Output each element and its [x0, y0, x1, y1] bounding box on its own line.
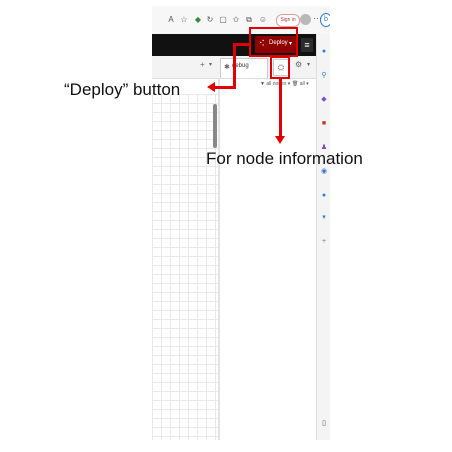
search-icon[interactable]: ⚲ — [321, 72, 327, 79]
collections-icon[interactable]: ⧉ — [246, 15, 252, 24]
deploy-label: Deploy — [269, 40, 288, 46]
refresh-icon[interactable]: ↻ — [206, 15, 214, 24]
deploy-icon: ⠪ — [259, 39, 265, 48]
add-tab-icon[interactable]: + — [200, 60, 205, 69]
deploy-button[interactable]: ⠪ Deploy ▾ — [255, 36, 297, 53]
split-screen-icon[interactable]: ▯ — [322, 420, 326, 427]
node-info-annotation-label: For node information — [206, 149, 363, 168]
deploy-arrow-segment — [233, 43, 236, 89]
add-icon[interactable]: + — [321, 238, 327, 245]
favorites-icon[interactable]: ✩ — [232, 15, 240, 24]
tab-debug-label: debug — [232, 63, 249, 69]
chevron-down-icon[interactable]: ▾ — [289, 41, 293, 47]
filter-all-nodes-button[interactable]: ▼ all nodes ▾ — [260, 81, 291, 87]
avatar[interactable] — [300, 14, 311, 25]
tag-icon[interactable]: ◆ — [321, 96, 327, 103]
browser-toolbar: A ☆ ◆ ↻ ▢ ✩ ⧉ ☺ Sign in ⋯ b — [152, 6, 330, 34]
browser-side-panel: ● ⚲ ◆ ■ ♟ ◉ ● ▾ + ▯ — [316, 34, 330, 440]
more-options-icon[interactable]: ⋯ — [313, 13, 322, 23]
main-menu-button[interactable]: ≡ — [301, 38, 313, 52]
split-screen-icon[interactable]: ▢ — [219, 15, 227, 24]
gear-icon[interactable]: ⚙ — [295, 60, 303, 69]
signin-button[interactable]: Sign in — [276, 14, 300, 27]
info-highlight-box — [270, 56, 290, 79]
chevron-down-icon[interactable]: ▾ — [307, 62, 311, 68]
copilot-icon[interactable]: ◉ — [320, 168, 328, 175]
chevron-down-icon[interactable]: ▾ — [209, 62, 213, 68]
briefcase-icon[interactable]: ■ — [321, 120, 327, 127]
workspace-scrollbar[interactable] — [213, 104, 217, 148]
screenshot-crop: A ☆ ◆ ↻ ▢ ✩ ⧉ ☺ Sign in ⋯ b ⠪ Deploy ▾ ≡… — [152, 6, 330, 440]
sidebar-resize-handle[interactable] — [218, 78, 220, 440]
font-size-icon[interactable]: A — [168, 15, 174, 24]
extension-icon[interactable]: ◆ — [194, 15, 202, 24]
deploy-arrow-segment — [214, 86, 236, 89]
copilot-icon[interactable]: b — [320, 13, 330, 27]
outlook-icon[interactable]: ● — [321, 192, 327, 199]
tab-debug[interactable]: ✱ debug — [220, 58, 268, 78]
bell-icon[interactable]: ● — [321, 48, 327, 55]
bug-icon: ✱ — [224, 64, 230, 71]
games-icon[interactable]: ♟ — [320, 144, 328, 151]
arrow-down-icon — [275, 136, 285, 144]
profile-icon[interactable]: ☺ — [258, 15, 268, 24]
arrow-left-icon — [207, 82, 215, 92]
deploy-highlight-box — [249, 27, 298, 57]
info-arrow-segment — [279, 79, 282, 137]
shopping-icon[interactable]: ▾ — [322, 214, 326, 221]
flow-workspace[interactable] — [152, 94, 218, 440]
deploy-arrow-segment — [234, 43, 250, 46]
debug-panel — [220, 94, 316, 440]
clear-all-button[interactable]: 🗑 all ▾ — [292, 81, 309, 87]
star-icon[interactable]: ☆ — [180, 15, 188, 24]
deploy-annotation-label: “Deploy” button — [64, 80, 181, 99]
